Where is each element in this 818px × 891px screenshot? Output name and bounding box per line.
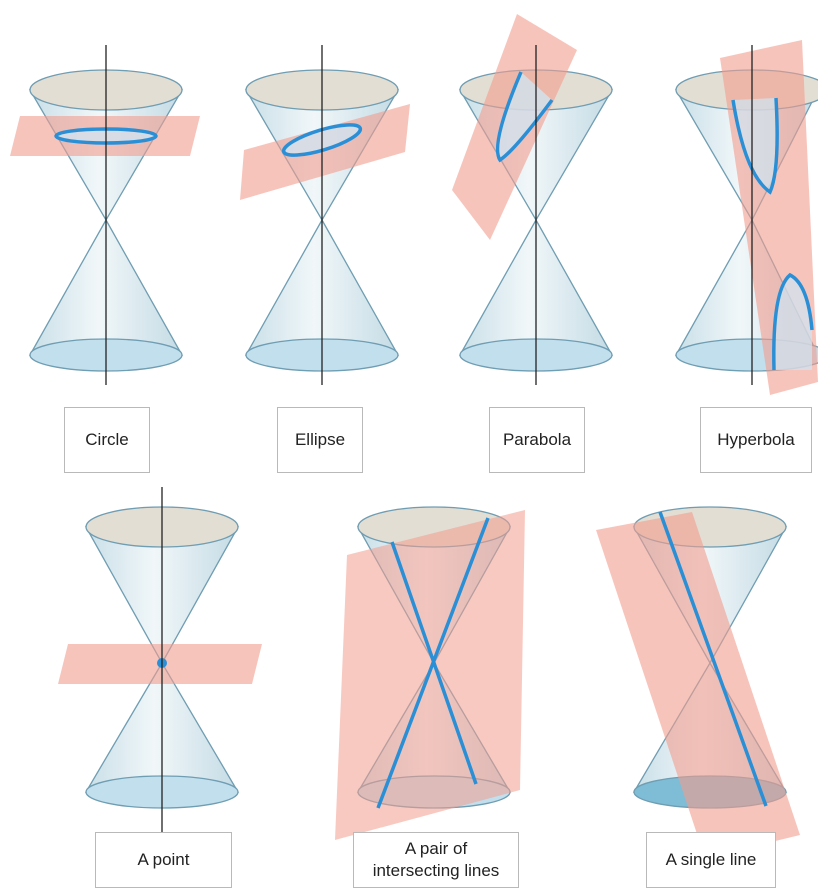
caption-hyperbola: Hyperbola xyxy=(700,407,812,473)
lower-branch-region xyxy=(773,275,812,370)
intersecting-line-2 xyxy=(376,517,490,809)
parabola-section xyxy=(452,14,614,385)
caption-pair-of-lines-text: A pair of intersecting lines xyxy=(372,839,500,880)
caption-circle-text: Circle xyxy=(85,430,129,449)
hyperbola-section xyxy=(674,40,818,395)
pair-of-lines-section xyxy=(335,506,525,840)
hyperbola-lower-branch xyxy=(772,272,814,371)
caption-point: A point xyxy=(95,832,232,888)
circle-section xyxy=(10,45,200,385)
caption-parabola-text: Parabola xyxy=(502,430,572,449)
caption-point-text: A point xyxy=(137,850,190,869)
cutting-plane xyxy=(240,104,410,200)
caption-single-line-text: A single line xyxy=(665,850,757,869)
caption-pair-of-lines: A pair of intersecting lines xyxy=(353,832,519,888)
caption-hyperbola-text: Hyperbola xyxy=(717,430,795,449)
upper-branch-region xyxy=(733,98,778,192)
parabola-curve xyxy=(495,71,554,163)
caption-ellipse: Ellipse xyxy=(277,407,363,473)
cutting-plane xyxy=(596,512,800,858)
caption-parabola: Parabola xyxy=(489,407,585,473)
caption-ellipse-text: Ellipse xyxy=(294,430,346,449)
parabola-region xyxy=(497,72,552,160)
point-section xyxy=(58,487,262,833)
ellipse-section xyxy=(240,45,410,385)
single-line-section xyxy=(596,506,800,858)
caption-circle: Circle xyxy=(64,407,150,473)
caption-single-line: A single line xyxy=(646,832,776,888)
tangent-line xyxy=(658,511,768,807)
hyperbola-upper-branch xyxy=(731,97,779,195)
